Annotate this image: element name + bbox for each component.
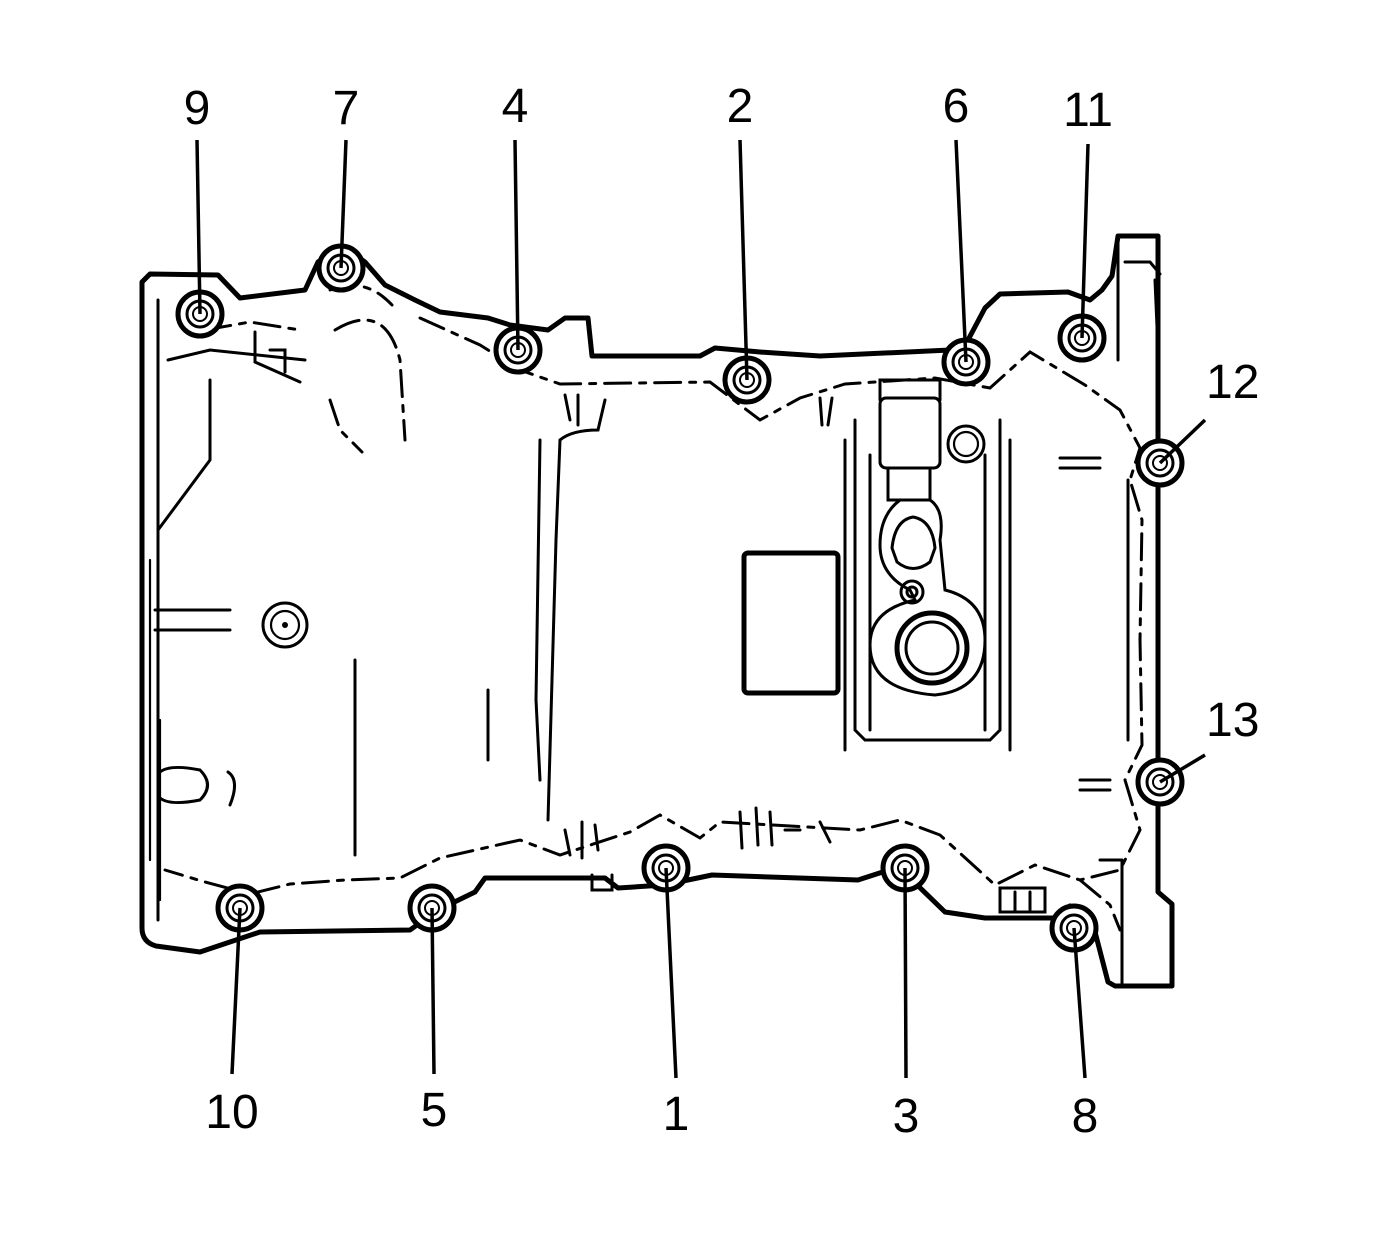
callout-label-2: 2 — [727, 80, 754, 133]
callout-label-4: 4 — [502, 80, 529, 133]
callout-label-12: 12 — [1206, 356, 1259, 409]
leader-line-3 — [903, 867, 908, 1079]
callout-label-3: 3 — [893, 1090, 920, 1143]
gasket-groove — [163, 283, 1144, 932]
sump-area — [353, 398, 841, 857]
leader-line-9 — [195, 139, 202, 315]
callout-label-9: 9 — [184, 82, 211, 135]
leader-line-13 — [1159, 753, 1206, 784]
leader-line-12 — [1158, 418, 1207, 465]
sensor-boss — [843, 378, 1012, 752]
callout-label-10: 10 — [205, 1086, 258, 1139]
callout-label-13: 13 — [1206, 694, 1259, 747]
callout-leaders — [195, 139, 1207, 1079]
callout-label-7: 7 — [333, 82, 360, 135]
leader-line-11 — [1080, 143, 1090, 339]
callout-label-8: 8 — [1072, 1090, 1099, 1143]
leader-line-10 — [230, 907, 242, 1075]
leader-line-2 — [738, 139, 749, 381]
callout-label-1: 1 — [663, 1088, 690, 1141]
leader-line-4 — [513, 139, 520, 351]
callout-label-11: 11 — [1063, 84, 1113, 137]
leader-line-1 — [664, 867, 678, 1079]
callout-label-5: 5 — [421, 1084, 448, 1137]
leader-line-8 — [1072, 927, 1087, 1079]
leader-line-7 — [339, 139, 348, 269]
callout-label-6: 6 — [943, 80, 970, 133]
leader-line-5 — [430, 907, 436, 1075]
pan-details — [153, 278, 1160, 914]
oil-pan-body — [139, 233, 1175, 989]
leader-line-6 — [954, 139, 968, 363]
